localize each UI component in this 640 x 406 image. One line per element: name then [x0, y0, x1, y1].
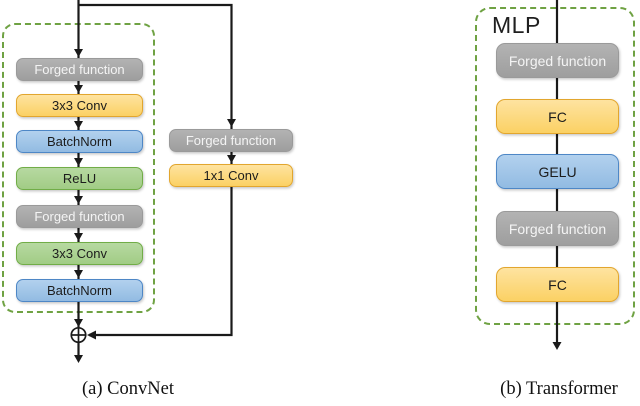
- arrowhead-down-icon: [227, 155, 236, 163]
- node-box: 3x3 Conv: [16, 242, 143, 265]
- arrowhead-left-icon: [87, 330, 96, 340]
- arrowhead-down-icon: [74, 85, 83, 93]
- node-box: 3x3 Conv: [16, 94, 143, 117]
- arrowhead-down-icon: [74, 49, 83, 57]
- node-box: FC: [496, 99, 619, 134]
- node-box: BatchNorm: [16, 130, 143, 153]
- node-box: FC: [496, 267, 619, 302]
- node-box: Forged function: [16, 58, 143, 81]
- arrowhead-down-icon: [74, 158, 83, 166]
- node-box: BatchNorm: [16, 279, 143, 302]
- mlp-block-title: MLP: [492, 12, 541, 38]
- circled-plus-icon: [70, 326, 87, 344]
- arrowhead-down-icon: [74, 270, 83, 278]
- node-box: Forged function: [169, 129, 293, 152]
- arrowhead-down-icon: [74, 355, 83, 363]
- arrowhead-down-icon: [74, 196, 83, 204]
- arrowhead-down-icon: [227, 119, 236, 127]
- transformer-mlp-block-outline: [475, 7, 635, 325]
- node-box: Forged function: [16, 205, 143, 228]
- node-box: GELU: [496, 154, 619, 189]
- subfigure-caption-a: (a) ConvNet: [82, 379, 174, 399]
- arrowhead-down-icon: [552, 342, 562, 350]
- node-box: Forged function: [496, 43, 619, 78]
- arrowhead-down-icon: [74, 319, 83, 327]
- subfigure-caption-b: (b) Transformer: [500, 379, 618, 399]
- arrowhead-down-icon: [74, 121, 83, 129]
- node-box: Forged function: [496, 211, 619, 246]
- node-box: ReLU: [16, 167, 143, 190]
- node-box: 1x1 Conv: [169, 164, 293, 187]
- arrowhead-down-icon: [74, 233, 83, 241]
